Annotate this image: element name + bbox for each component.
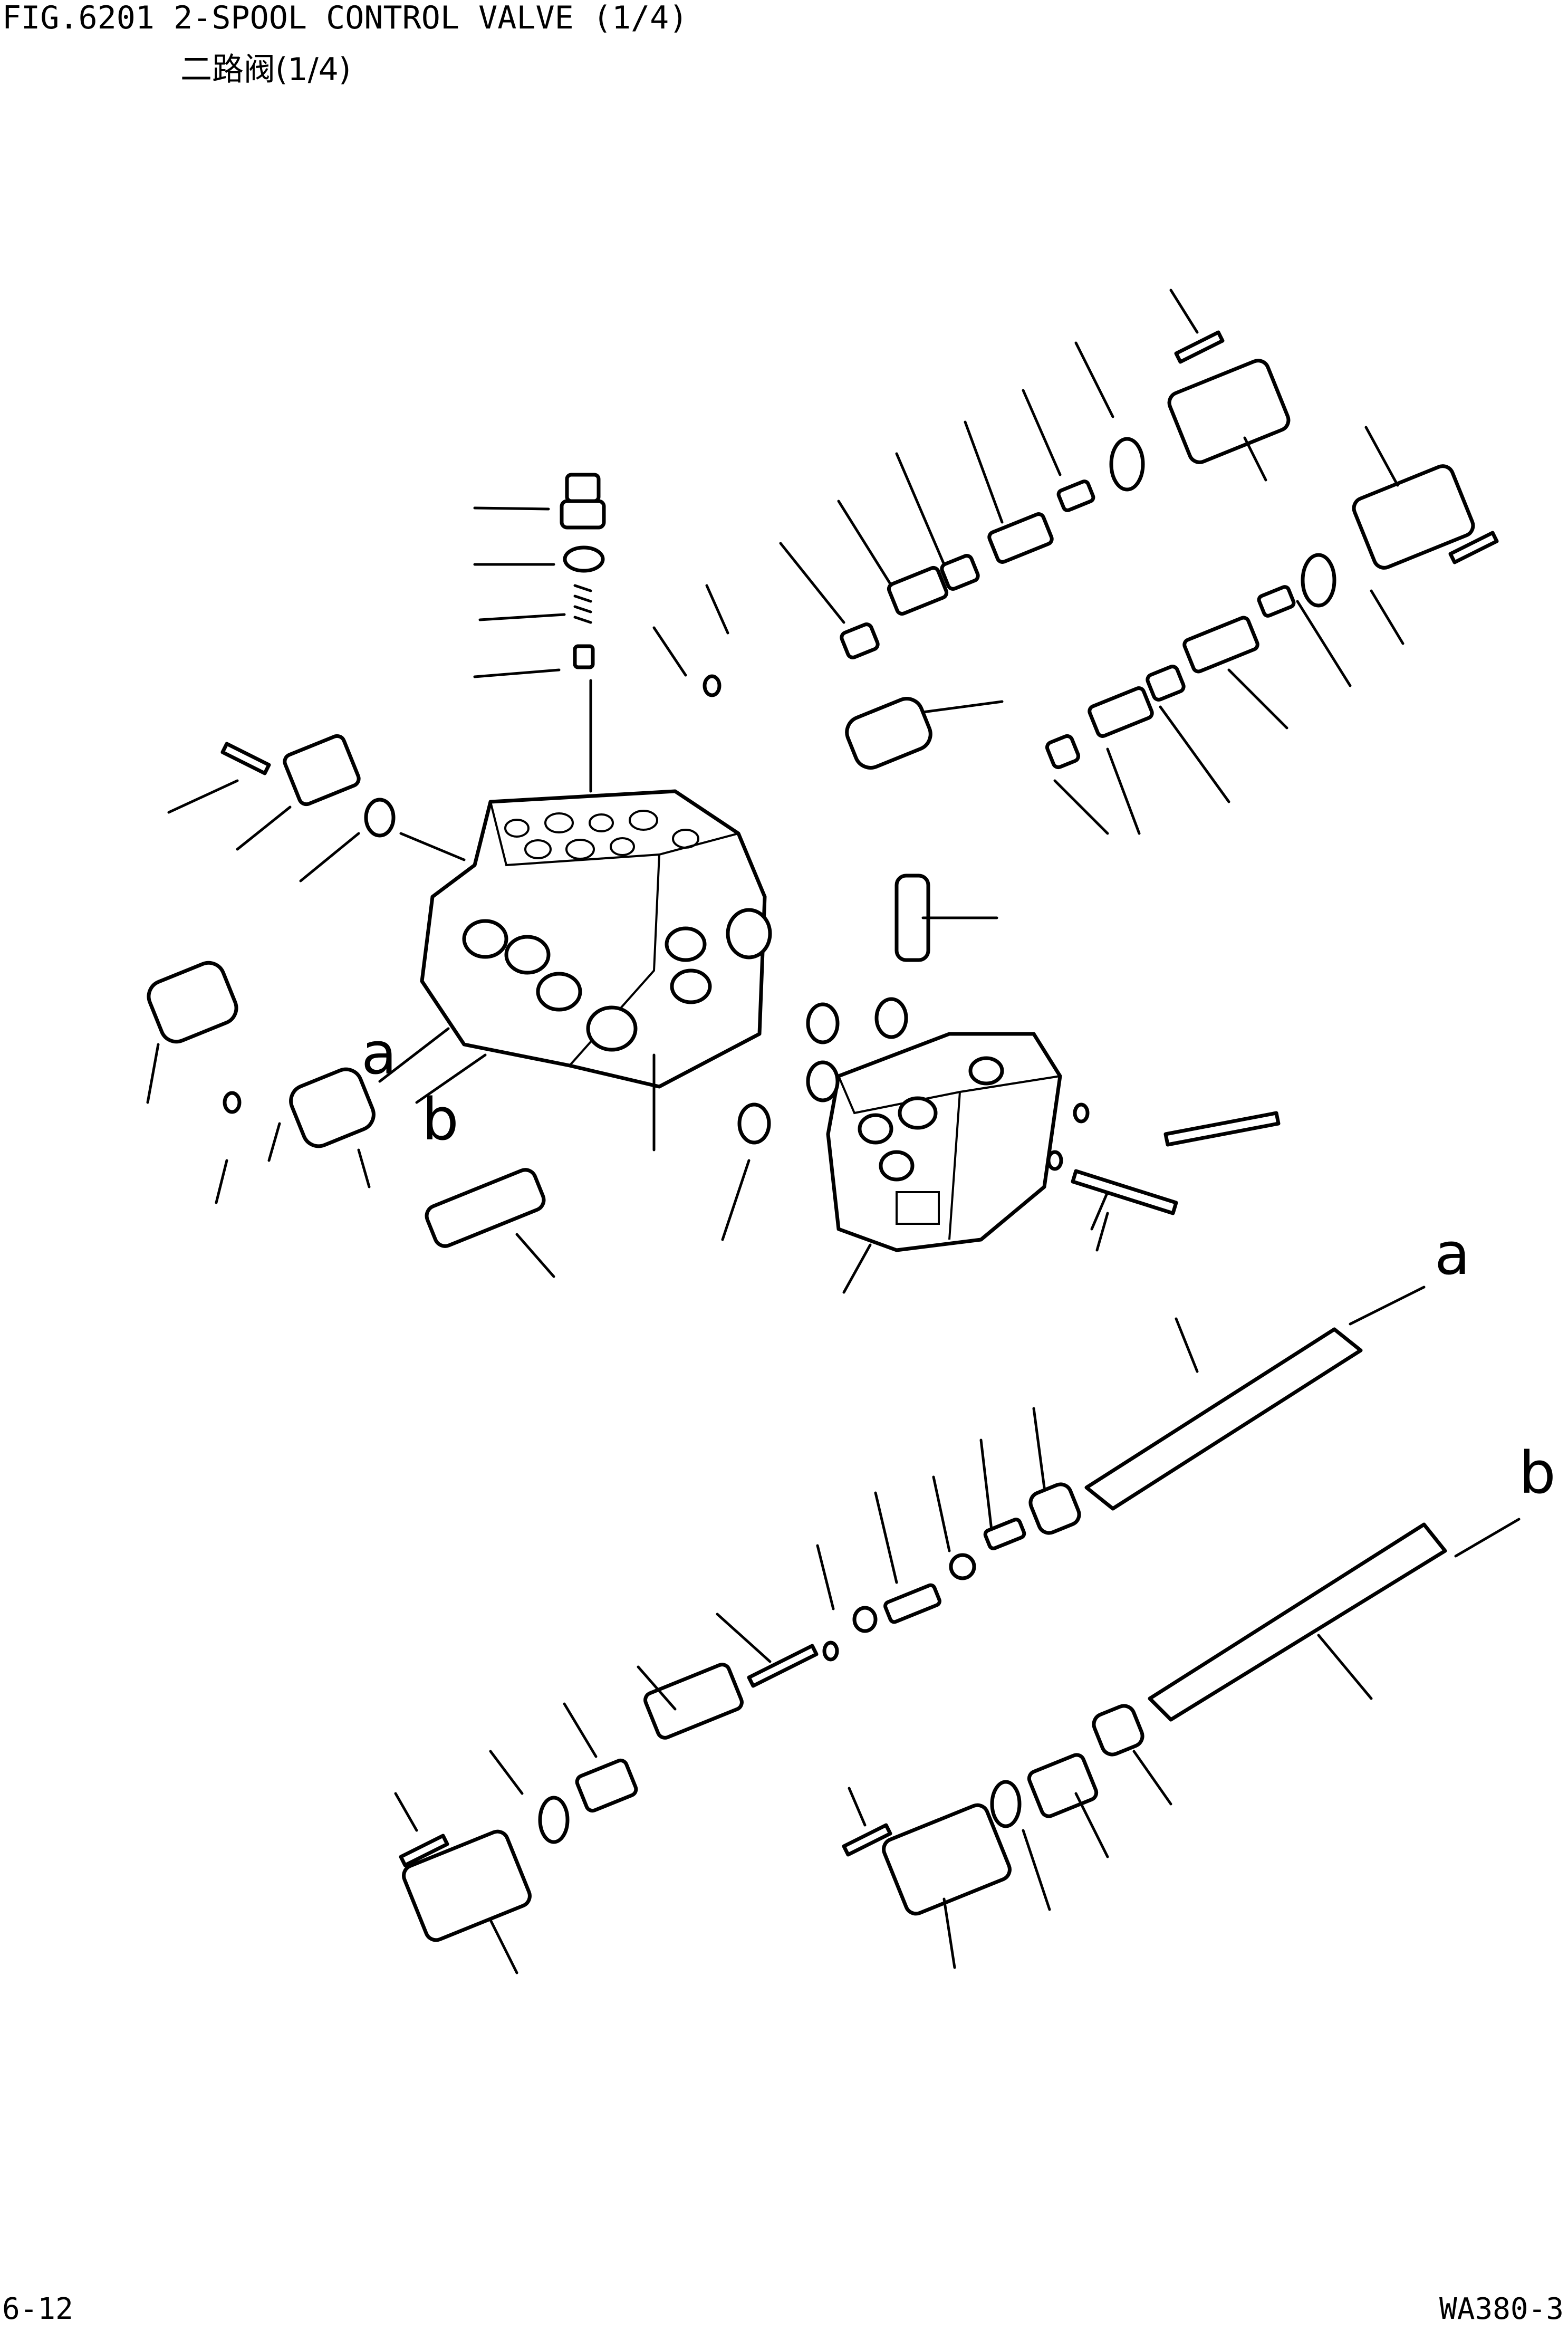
covers-upper: [1167, 359, 1475, 570]
page-number: 6-12: [2, 2292, 73, 2326]
figure-title-chinese: 二路阀(1/4): [180, 51, 351, 88]
model-number: WA380-3: [1439, 2292, 1564, 2326]
valve-section: [826, 1032, 1062, 1252]
leader-lines: [146, 289, 1405, 1974]
label-b-right: b: [1519, 1439, 1556, 1507]
springs-upper: [840, 479, 1296, 770]
lower-parts: [575, 1518, 1099, 1818]
label-b: b: [422, 1086, 459, 1153]
figure-title: FIG.6201 2-SPOOL CONTROL VALVE (1/4): [2, 0, 688, 36]
bolts: [220, 330, 1499, 1867]
label-a-right: a: [1435, 1220, 1470, 1288]
label-a: a: [361, 1020, 397, 1087]
covers-lower: [402, 1803, 1012, 1942]
spool-b: [1092, 1522, 1447, 1757]
o-rings: [223, 437, 1336, 1844]
flow-arrows: [378, 1027, 1521, 1558]
valve-body: [420, 789, 772, 1089]
top-plug: [560, 473, 606, 669]
spool-a: [1028, 1327, 1363, 1535]
relief-valves: [147, 697, 932, 1248]
